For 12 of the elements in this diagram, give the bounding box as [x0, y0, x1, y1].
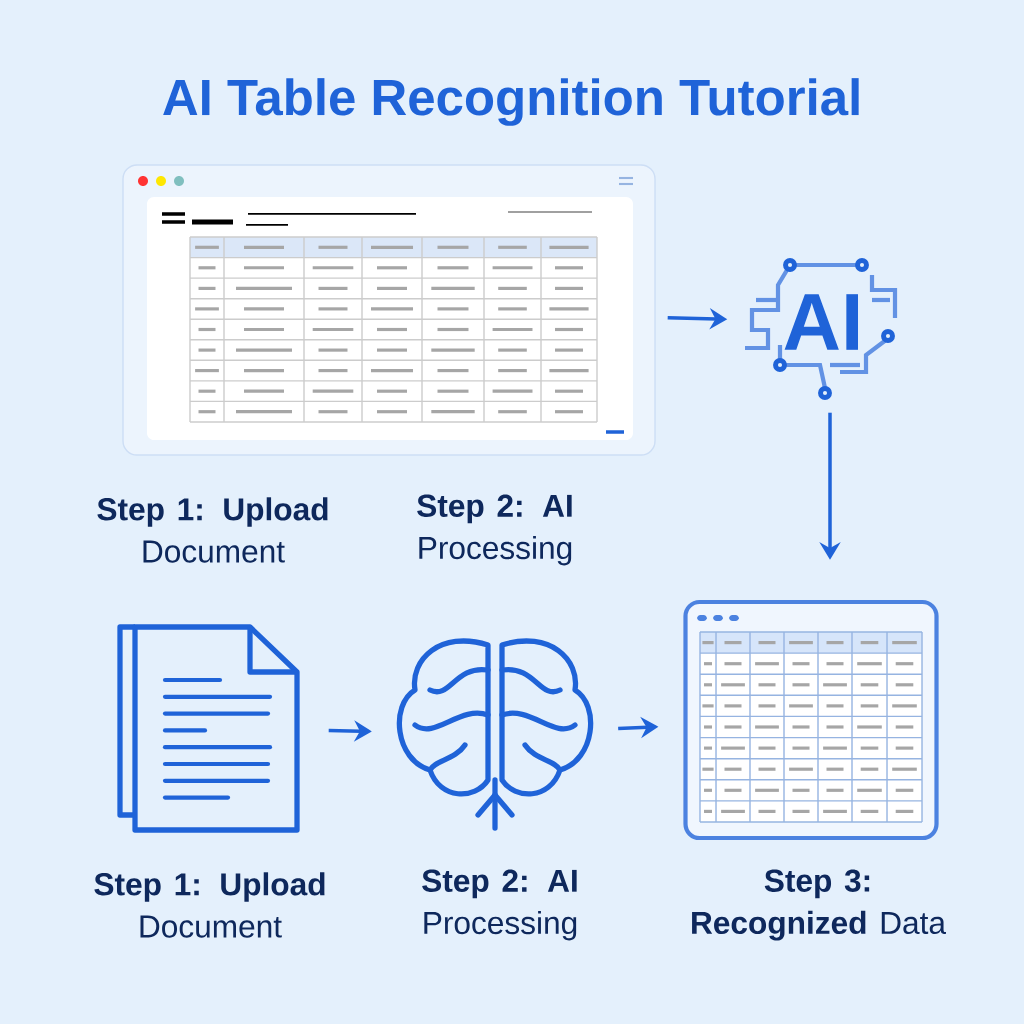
browser-window-drawing [122, 164, 656, 456]
circuit-ai-drawing: AI [745, 258, 898, 400]
document-icon [117, 624, 300, 833]
step-caption: Step 2: AI Processing [422, 869, 577, 941]
table-grid-drawing [683, 599, 939, 841]
brain-icon [396, 638, 594, 831]
step-caption: Step 2: AI Processing [417, 494, 572, 566]
title: AI Table Recognition Tutorial [163, 78, 859, 126]
step-caption: Step 3: Recognized Data [692, 869, 946, 941]
node-label: AI [784, 294, 858, 350]
step-caption: Step 1: Upload Document [94, 872, 325, 938]
step-caption: Step 1: Upload Document [97, 497, 328, 563]
